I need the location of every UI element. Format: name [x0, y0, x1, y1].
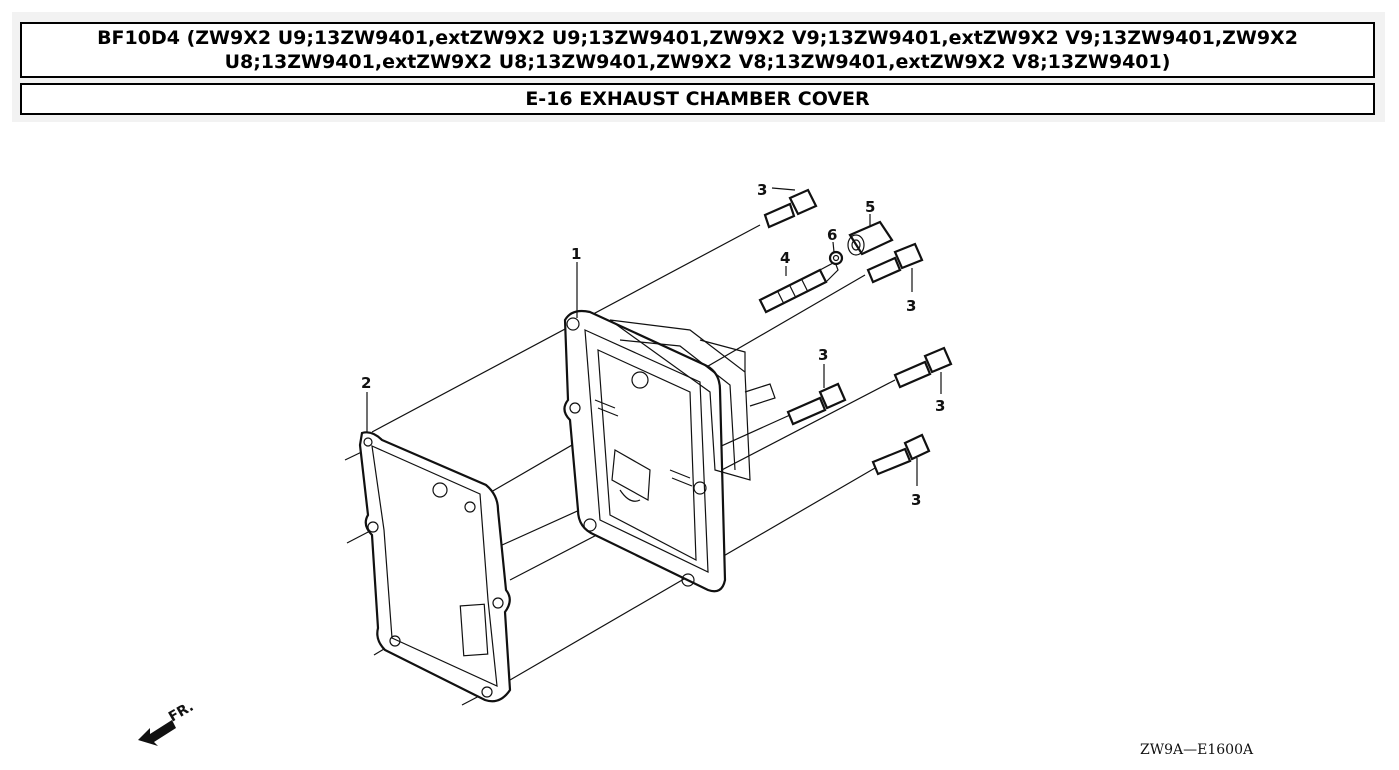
- front-label: FR.: [166, 699, 196, 726]
- drawing-code: ZW9A—E1600A: [1140, 742, 1254, 758]
- cover-part: [563, 309, 776, 593]
- bolt-2: [866, 242, 924, 284]
- callout-6: 6: [827, 226, 837, 244]
- callout-3-c: 3: [818, 346, 828, 364]
- callout-4: 4: [780, 249, 790, 267]
- front-arrow-icon: [138, 720, 176, 746]
- callout-3-d: 3: [935, 397, 945, 415]
- callout-1: 1: [571, 245, 581, 263]
- header: BF10D4 (ZW9X2 U9;13ZW9401,extZW9X2 U9;13…: [12, 12, 1385, 122]
- section-title: E-16 EXHAUST CHAMBER COVER: [20, 83, 1375, 115]
- nut-part: [828, 250, 844, 266]
- pin-part: [758, 261, 839, 314]
- callout-3-e: 3: [911, 491, 921, 509]
- model-title: BF10D4 (ZW9X2 U9;13ZW9401,extZW9X2 U9;13…: [20, 22, 1375, 78]
- bolt-3: [786, 382, 847, 426]
- callout-3-a: 3: [757, 181, 767, 199]
- bolt-1: [763, 188, 818, 229]
- callout-leaders: [366, 187, 942, 486]
- gasket-part: [358, 431, 512, 703]
- bushing-part: [847, 220, 894, 256]
- bolt-5: [871, 433, 931, 476]
- callout-5: 5: [865, 198, 875, 216]
- bolt-4: [893, 346, 953, 389]
- callout-3-b: 3: [906, 297, 916, 315]
- callout-2: 2: [361, 374, 371, 392]
